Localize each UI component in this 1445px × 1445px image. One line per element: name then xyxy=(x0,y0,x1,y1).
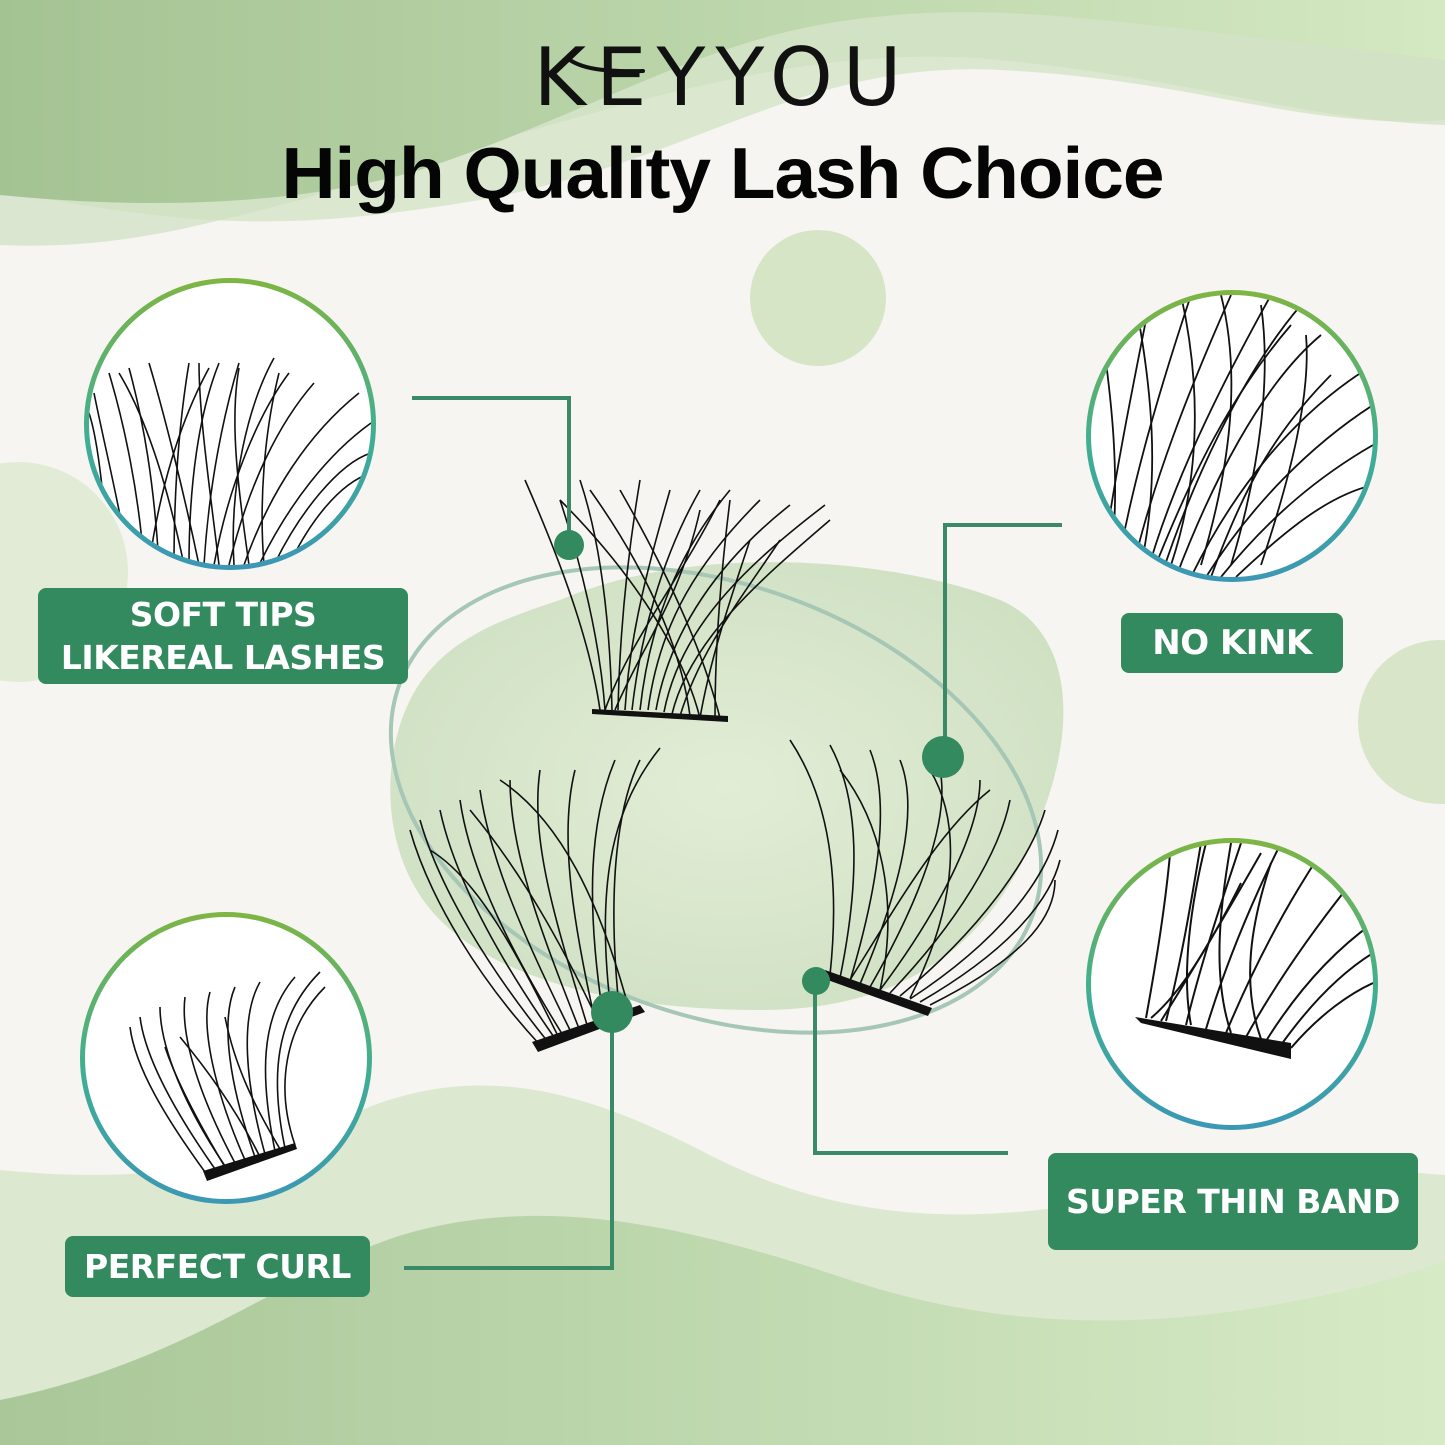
brand-logo-text: KEYYOU xyxy=(533,31,912,124)
lash-closeup-perfect-curl xyxy=(129,971,326,1181)
feature-label-super-thin-band: SUPER THIN BAND xyxy=(1048,1153,1418,1250)
detail-circle-perfect-curl xyxy=(80,912,372,1204)
page-title: High Quality Lash Choice xyxy=(281,134,1164,214)
feature-label-line: LIKEREAL LASHES xyxy=(60,638,386,677)
brand-logo: KEYYOU xyxy=(0,38,1445,118)
detail-circle-super-thin-band xyxy=(1086,838,1378,1130)
feature-label-perfect-curl: PERFECT CURL xyxy=(65,1236,370,1297)
lash-closeup-soft-tips xyxy=(89,357,371,565)
feature-label-line: SUPER THIN BAND xyxy=(1066,1182,1400,1221)
feature-label-line: SOFT TIPS xyxy=(129,595,317,634)
feature-label-no-kink: NO KINK xyxy=(1121,613,1343,673)
feature-label-soft-tips: SOFT TIPS LIKEREAL LASHES xyxy=(38,588,408,684)
detail-circle-soft-tips xyxy=(84,278,376,570)
feature-label-line: NO KINK xyxy=(1152,623,1312,663)
detail-circle-no-kink xyxy=(1086,290,1378,582)
feature-label-line: PERFECT CURL xyxy=(84,1247,351,1286)
eyelash-swoosh-icon xyxy=(565,56,645,74)
lash-closeup-super-thin-band xyxy=(1135,843,1373,1059)
lash-closeup-no-kink xyxy=(1100,295,1373,577)
